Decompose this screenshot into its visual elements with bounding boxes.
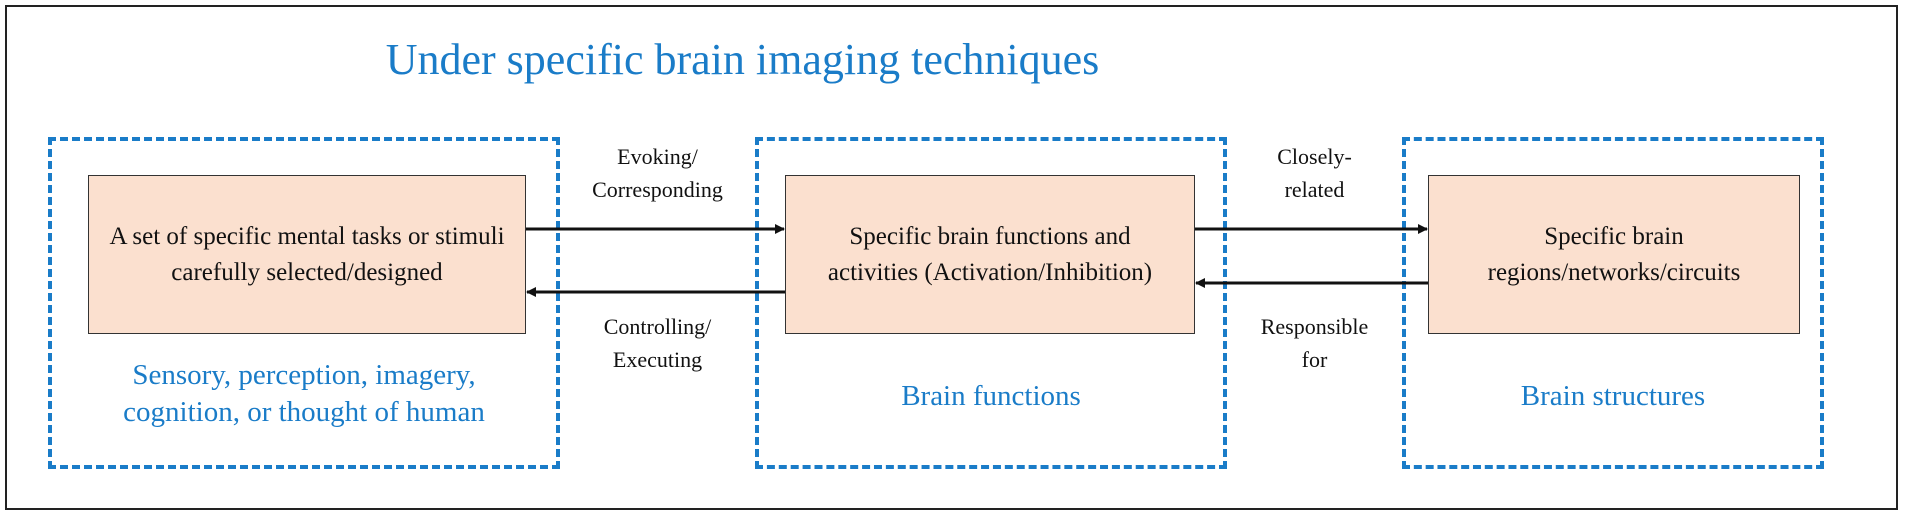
group-brain-structures <box>1402 137 1824 469</box>
box-mental-tasks-text: A set of specific mental tasks or stimul… <box>109 222 505 286</box>
group-brain-structures-label-line1: Brain structures <box>1520 380 1706 412</box>
edge-label-responsible-for: Responsible for <box>1227 310 1402 376</box>
edge-label-responsible-for-line1: Responsible <box>1260 314 1369 339</box>
diagram-frame <box>5 5 1898 510</box>
edge-label-controlling-line1: Controlling/ <box>603 314 712 339</box>
group-brain-functions-label-line1: Brain functions <box>901 380 1081 412</box>
edge-label-controlling: Controlling/ Executing <box>560 310 755 376</box>
group-mental-tasks <box>48 137 560 469</box>
edge-label-closely-related-line2: related <box>1284 177 1345 202</box>
group-brain-functions <box>755 137 1227 469</box>
box-mental-tasks: A set of specific mental tasks or stimul… <box>88 175 526 334</box>
box-brain-structures-text: Specific brain regions/networks/circuits <box>1487 222 1741 286</box>
edge-label-evoking-line1: Evoking/ <box>617 144 698 169</box>
group-mental-tasks-label: Sensory, perception, imagery, cognition,… <box>48 357 560 431</box>
box-brain-functions: Specific brain functions and activities … <box>785 175 1195 334</box>
edge-label-closely-related: Closely- related <box>1227 140 1402 206</box>
edge-label-closely-related-line1: Closely- <box>1277 144 1352 169</box>
edge-label-evoking: Evoking/ Corresponding <box>560 140 755 206</box>
box-brain-functions-text: Specific brain functions and activities … <box>827 222 1153 286</box>
edge-label-evoking-line2: Corresponding <box>592 177 723 202</box>
group-brain-structures-label: Brain structures <box>1402 378 1824 415</box>
group-brain-functions-label: Brain functions <box>755 378 1227 415</box>
edge-label-responsible-for-line2: for <box>1301 347 1328 372</box>
box-brain-structures: Specific brain regions/networks/circuits <box>1428 175 1800 334</box>
diagram-title: Under specific brain imaging techniques <box>385 35 1100 84</box>
group-mental-tasks-label-line1: Sensory, perception, imagery, <box>132 359 476 391</box>
group-mental-tasks-label-line2: cognition, or thought of human <box>123 396 485 428</box>
edge-label-controlling-line2: Executing <box>612 347 703 372</box>
